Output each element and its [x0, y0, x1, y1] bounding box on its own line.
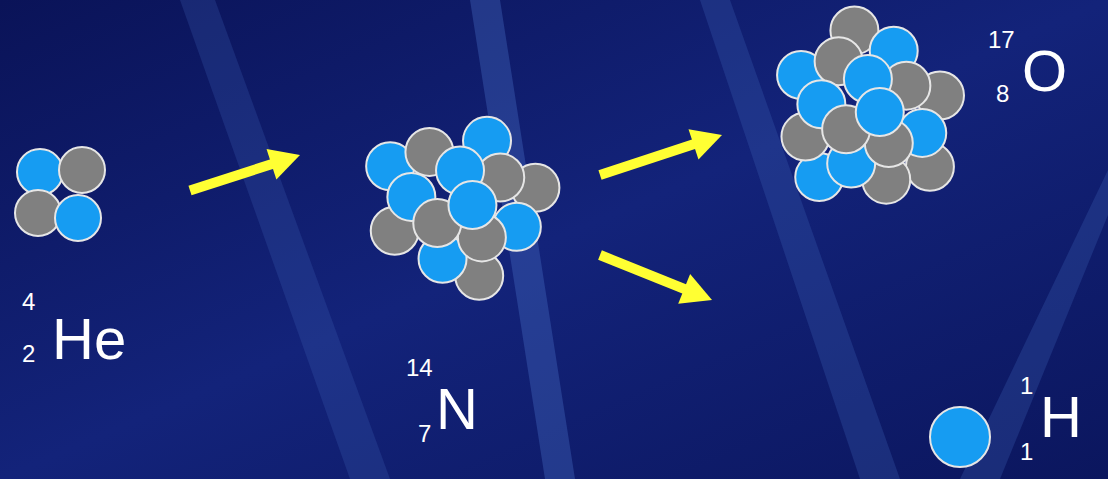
element-symbol: N [436, 380, 478, 438]
nuclide-number: 17 [988, 28, 1015, 52]
nuclide-number: 1 [1020, 374, 1033, 398]
nucleons [350, 105, 565, 305]
nuclide-number: 2 [22, 342, 35, 366]
nuclide-number: 1 [1020, 440, 1033, 464]
helium-nucleus: 42He [10, 140, 110, 245]
nucleons [10, 140, 110, 245]
neutron [15, 190, 61, 236]
nuclide-number: 7 [418, 422, 431, 446]
nucleons [928, 405, 992, 469]
nucleons [760, 5, 970, 220]
nitrogen-nucleus: 147N [350, 105, 565, 305]
proton [17, 149, 63, 195]
oxygen-nucleus: 178O [760, 5, 970, 220]
hydrogen-nucleus: 11H [928, 405, 992, 469]
proton [55, 195, 101, 241]
element-symbol: H [1040, 388, 1082, 446]
reaction-arrow [190, 149, 300, 191]
proton [930, 407, 990, 467]
reaction-arrow [600, 255, 712, 304]
element-symbol: O [1022, 42, 1067, 100]
nuclide-number: 8 [996, 82, 1009, 106]
neutron [59, 147, 105, 193]
nuclide-number: 4 [22, 290, 35, 314]
reaction-arrow [600, 129, 722, 175]
proton [856, 88, 904, 136]
element-symbol: He [52, 310, 126, 368]
nuclide-number: 14 [406, 356, 433, 380]
proton [448, 181, 496, 229]
